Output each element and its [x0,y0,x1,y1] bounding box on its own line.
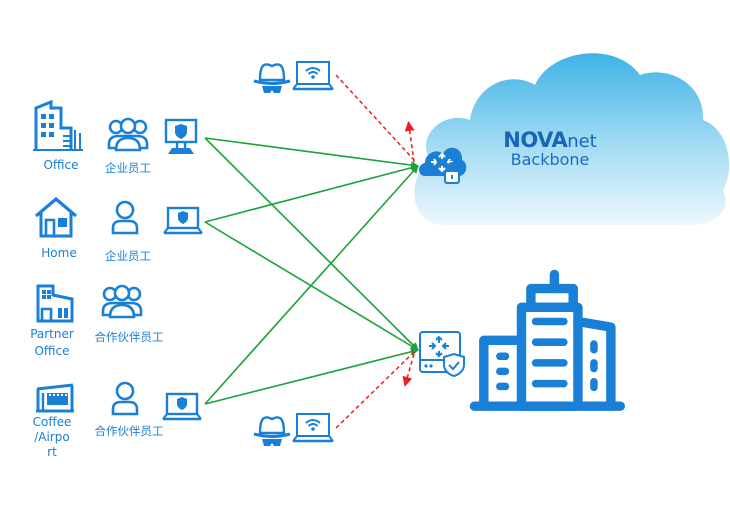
router-shield-icon[interactable] [418,330,468,378]
link-office-dc [204,137,419,351]
user-group-icon [101,284,143,319]
user-group-icon [107,117,149,152]
partner-building-icon [36,284,74,323]
single-user-icon [111,381,139,416]
cloud-router-lock-icon[interactable] [417,138,467,188]
backbone-cloud [414,53,730,226]
link-home-cloud [204,163,419,223]
site-location-label: Office [43,158,79,172]
brand-logo: NOVAnet Backbone [480,128,620,169]
house-icon [34,196,78,238]
link-coffee-dc [204,347,419,405]
brand-subtitle: Backbone [510,150,590,169]
hacker-icon [253,63,291,93]
wifi-laptop-icon [292,61,334,91]
secure-laptop-icon[interactable] [162,392,202,422]
site-user-label: 合作伙伴员工 [94,424,164,438]
threat-deflect-cloud [404,121,415,163]
site-user-label: 企业员工 [105,249,151,263]
brand-name-light: net [567,131,597,152]
site-location-label: Home [41,246,77,260]
threat-deflect-dc [402,353,415,387]
hacker-icon [253,416,291,446]
threat-line-cloud [335,74,415,161]
threat-line-dc [335,351,415,429]
link-coffee-cloud [204,165,419,405]
site-user-label: 企业员工 [105,161,151,175]
link-office-cloud [204,137,419,170]
brand-name-bold: NOVA [503,128,568,152]
storefront-icon [36,383,74,413]
enterprise-buildings-icon [469,269,625,411]
site-user-label: 合作伙伴员工 [94,330,164,344]
single-user-icon [111,200,139,235]
wifi-laptop-icon [292,413,334,443]
secure-desktop-icon[interactable] [164,118,198,156]
office-building-icon [33,99,83,151]
secure-laptop-icon[interactable] [163,206,203,236]
site-location-label: Partner Office [30,327,74,358]
site-location-label: Coffee /Airpo rt [32,415,72,459]
